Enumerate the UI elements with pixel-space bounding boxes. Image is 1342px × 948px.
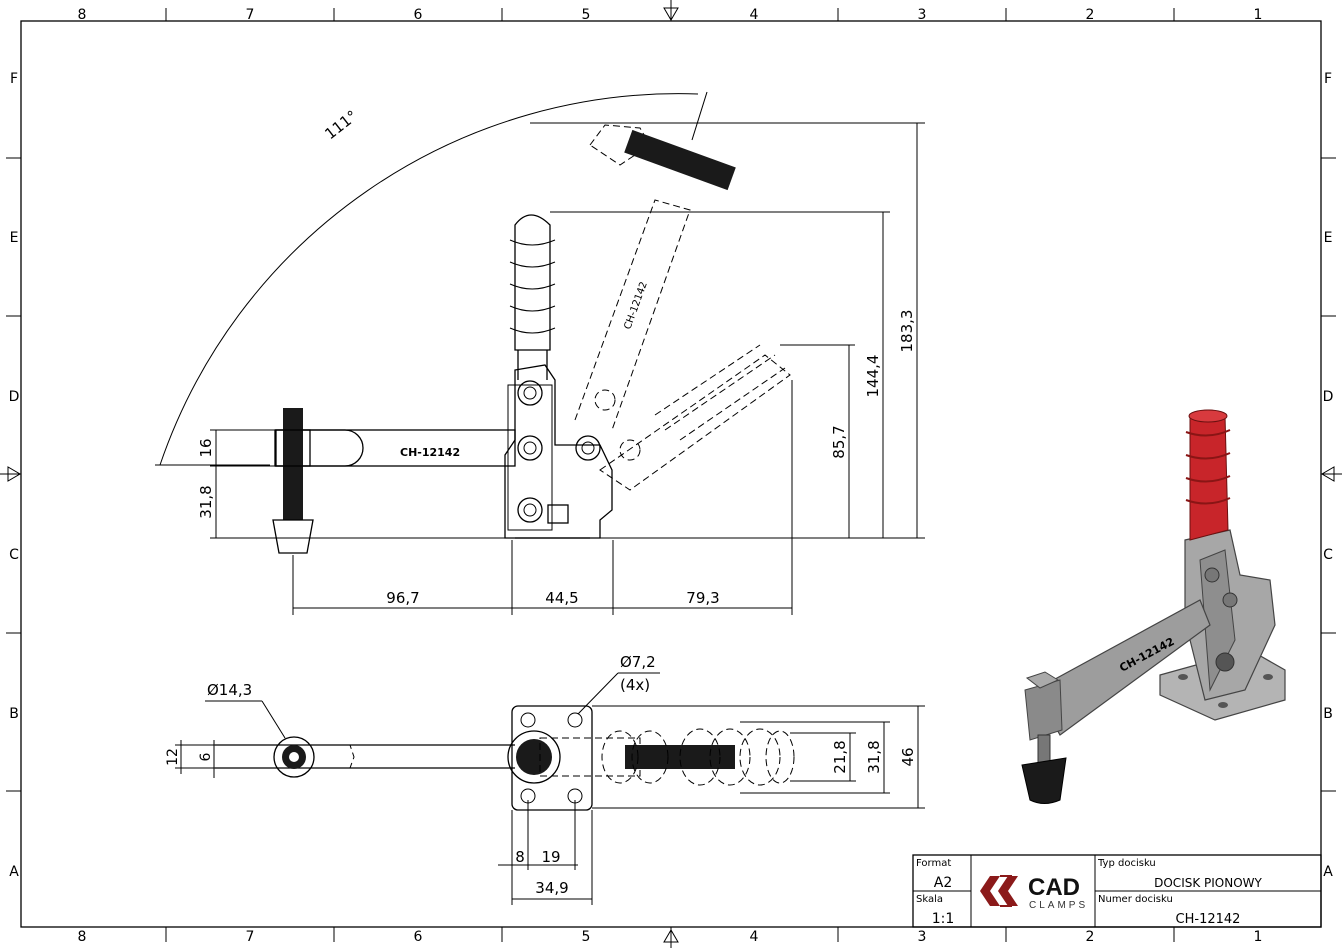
dim-183-3: 183,3 xyxy=(898,310,916,353)
iso-handle xyxy=(1189,409,1229,541)
zone-bottom-4: 4 xyxy=(750,929,759,945)
zone-top-4: 4 xyxy=(750,7,759,23)
zone-left-D: D xyxy=(9,389,20,405)
dim-144-4: 144,4 xyxy=(864,355,882,398)
zone-left-B: B xyxy=(9,706,19,722)
scale-label: Skala xyxy=(916,894,943,905)
dim-8: 8 xyxy=(515,848,525,866)
scale-value: 1:1 xyxy=(932,911,955,927)
number-value: CH-12142 xyxy=(1176,912,1241,927)
format-label: Format xyxy=(916,858,951,869)
title-block: Format A2 Skala 1:1 CAD CLAMPS Typ docis… xyxy=(912,854,1322,928)
dim-79-3: 79,3 xyxy=(686,589,719,607)
cad-clamps-logo: CAD CLAMPS xyxy=(980,874,1088,911)
zone-top-7: 7 xyxy=(246,7,255,23)
dim-6: 6 xyxy=(198,752,214,761)
dim-85-7: 85,7 xyxy=(830,425,848,458)
dim-21-8: 21,8 xyxy=(831,740,849,773)
clamp-arm xyxy=(274,429,516,467)
handle-vertical xyxy=(514,214,551,351)
zone-bottom-1: 1 xyxy=(1254,929,1263,945)
iso-tip xyxy=(1021,757,1067,804)
zone-right-F: F xyxy=(1324,71,1332,87)
zone-left-E: E xyxy=(10,230,19,246)
spindle-thread xyxy=(283,408,303,520)
arm-open-label: CH-12142 xyxy=(622,280,649,331)
type-label: Typ docisku xyxy=(1097,858,1156,869)
isometric-render: CH-12142 xyxy=(1021,409,1286,804)
dim-dia-7-2: Ø7,2 xyxy=(620,653,656,671)
top-spindle-ghost xyxy=(625,745,735,769)
zone-bottom-8: 8 xyxy=(78,929,87,945)
dim-16: 16 xyxy=(197,438,215,457)
format-value: A2 xyxy=(934,875,952,891)
zone-top-2: 2 xyxy=(1086,7,1095,23)
zone-right-B: B xyxy=(1323,706,1333,722)
type-value: DOCISK PIONOWY xyxy=(1154,876,1262,890)
base-plate xyxy=(511,705,593,811)
dim-34-9: 34,9 xyxy=(535,879,568,897)
zone-right-C: C xyxy=(1323,547,1333,563)
dim-angle: 111° xyxy=(321,107,361,143)
dim-31-8-left: 31,8 xyxy=(197,485,215,518)
clamp-body xyxy=(504,364,613,539)
zone-right-D: D xyxy=(1323,389,1334,405)
zone-top-5: 5 xyxy=(582,7,591,23)
zone-bottom-3: 3 xyxy=(918,929,927,945)
handle-open-ghost xyxy=(599,354,791,491)
dim-12: 12 xyxy=(165,748,181,766)
zone-left-F: F xyxy=(10,71,18,87)
arm-tip xyxy=(275,429,364,467)
top-view: Ø14,3 Ø7,2 (4x) 12 6 21,8 31,8 46 8 19 xyxy=(165,653,925,905)
dim-19: 19 xyxy=(541,848,560,866)
spindle-open-ghost xyxy=(624,129,736,191)
zone-labels: 8 7 6 5 4 3 2 1 8 7 6 5 4 3 2 1 F E D C … xyxy=(9,7,1334,945)
zone-bottom-2: 2 xyxy=(1086,929,1095,945)
dim-dia-14-3: Ø14,3 xyxy=(207,681,252,699)
zone-right-A: A xyxy=(1323,864,1333,880)
zone-left-A: A xyxy=(9,864,19,880)
dim-46: 46 xyxy=(899,747,917,766)
zone-top-1: 1 xyxy=(1254,7,1263,23)
angle-arc xyxy=(159,93,699,466)
zone-bottom-7: 7 xyxy=(246,929,255,945)
zone-top-3: 3 xyxy=(918,7,927,23)
dim-31-8-top: 31,8 xyxy=(865,740,883,773)
dim-44-5: 44,5 xyxy=(545,589,578,607)
zone-bottom-5: 5 xyxy=(582,929,591,945)
dim-qty-4x: (4x) xyxy=(620,676,650,694)
spindle-tip xyxy=(272,519,314,554)
arm-label: CH-12142 xyxy=(400,446,460,459)
number-label: Numer docisku xyxy=(1098,894,1173,905)
arm-open-ghost xyxy=(574,199,691,431)
front-view: 111° CH-12142 CH-12142 xyxy=(155,91,925,615)
logo-main: CAD xyxy=(1028,874,1080,901)
zone-right-E: E xyxy=(1324,230,1333,246)
zone-top-6: 6 xyxy=(414,7,423,23)
logo-sub: CLAMPS xyxy=(1029,900,1088,911)
dim-96-7: 96,7 xyxy=(386,589,419,607)
zone-left-C: C xyxy=(9,547,19,563)
top-spindle xyxy=(273,736,315,778)
zone-bottom-6: 6 xyxy=(414,929,423,945)
zone-top-8: 8 xyxy=(78,7,87,23)
